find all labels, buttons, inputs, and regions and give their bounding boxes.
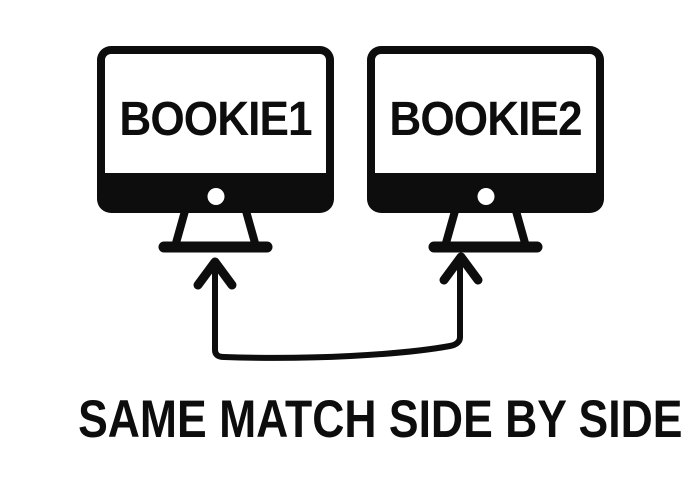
monitor-screen: BOOKIE2 bbox=[375, 54, 596, 173]
monitor-bookie2: BOOKIE2 bbox=[367, 46, 604, 213]
caption-text: SAME MATCH SIDE BY SIDE bbox=[78, 390, 683, 449]
webcam-dot-icon bbox=[207, 188, 224, 205]
bookie1-label: BOOKIE1 bbox=[119, 92, 312, 146]
monitor-bookie1: BOOKIE1 bbox=[97, 46, 334, 213]
monitor-stand-legs-left bbox=[172, 209, 259, 245]
monitor-stand-legs-right bbox=[442, 209, 529, 245]
bookie2-label: BOOKIE2 bbox=[389, 92, 582, 146]
webcam-dot-icon bbox=[477, 188, 494, 205]
monitor-screen: BOOKIE1 bbox=[105, 54, 326, 173]
up-arrowhead-right-icon bbox=[439, 252, 483, 285]
connector-line bbox=[212, 261, 463, 361]
up-arrowhead-left-icon bbox=[193, 257, 237, 290]
